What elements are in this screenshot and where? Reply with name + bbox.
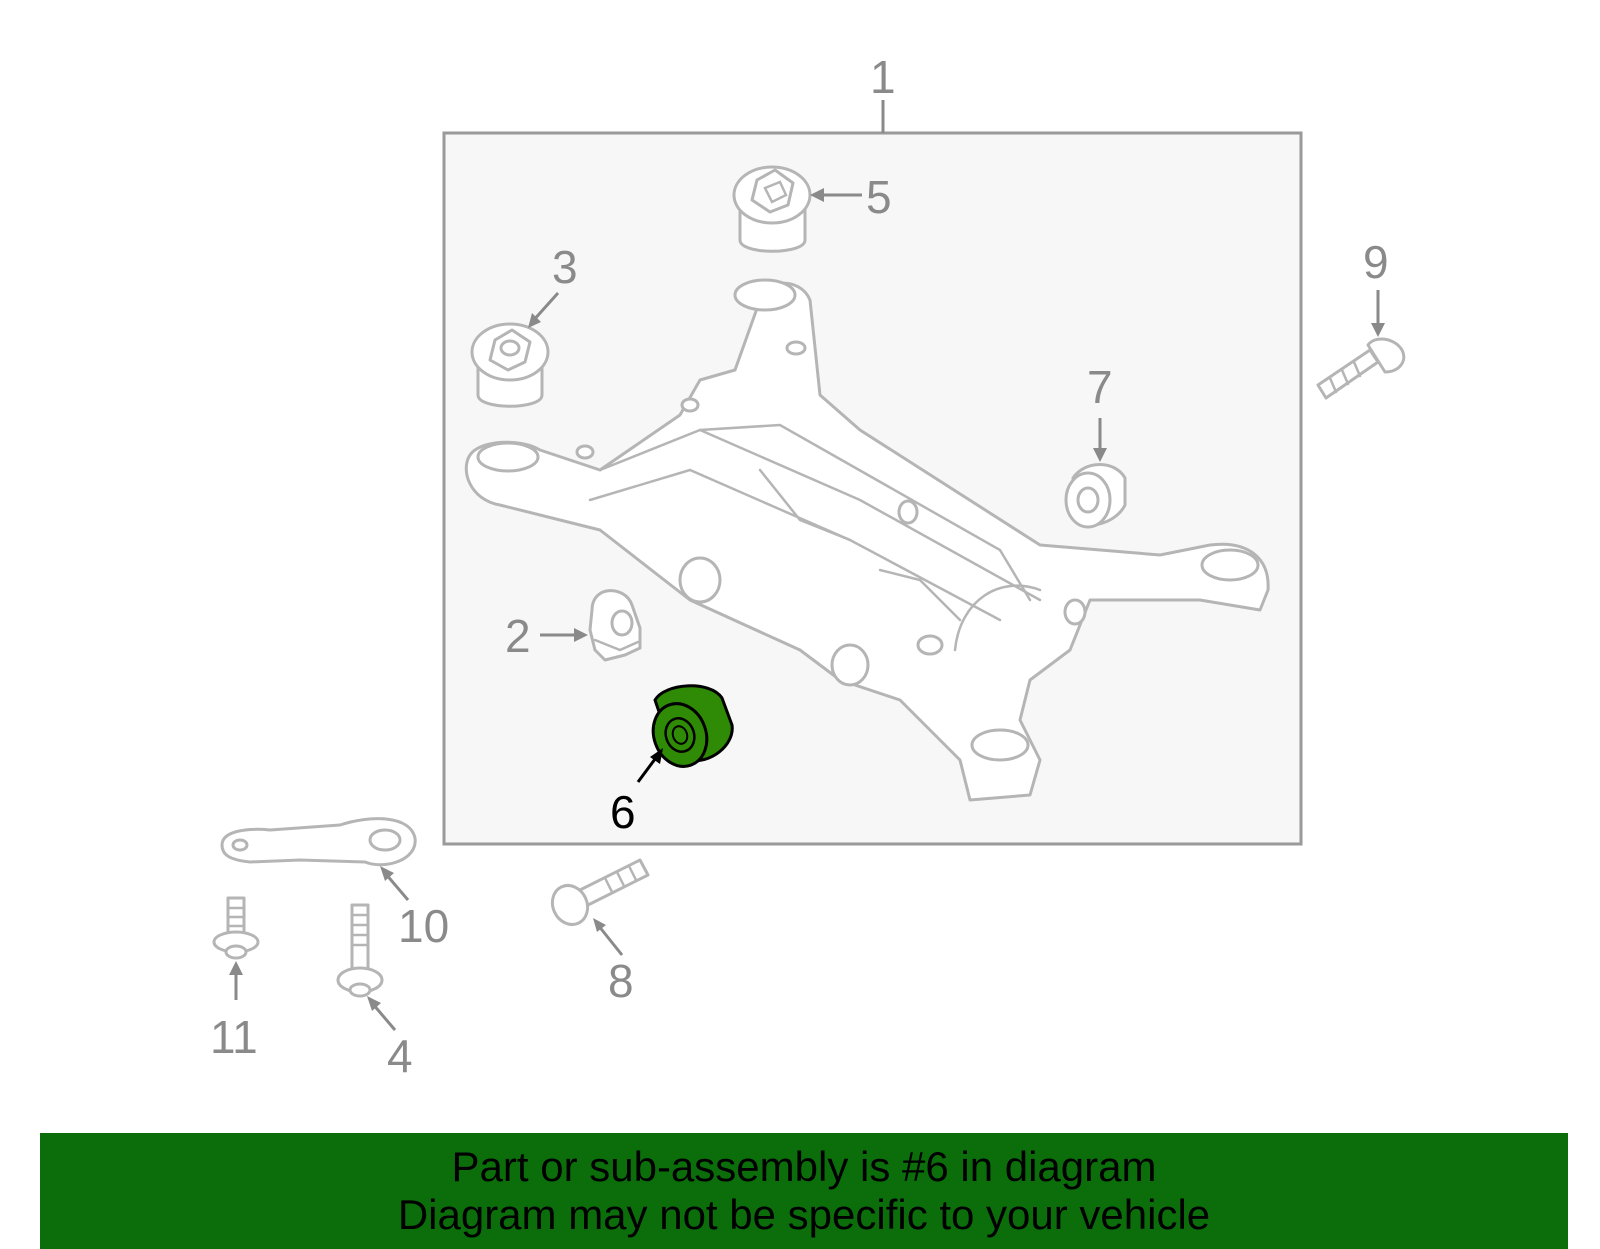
callout-3-leader [530, 291, 560, 324]
callout-7-arrowhead [1093, 448, 1107, 462]
bolt-part-9[interactable] [1316, 337, 1406, 400]
callout-8-arrowhead [593, 918, 606, 932]
callout-4: 4 [387, 1030, 413, 1082]
bolt-part-4[interactable] [336, 903, 384, 998]
callout-1: 1 [870, 51, 896, 103]
callout-7: 7 [1087, 361, 1113, 413]
bushing-part-7[interactable] [1064, 463, 1127, 529]
callout-9: 9 [1363, 236, 1389, 288]
bushing-part-3[interactable] [470, 322, 550, 408]
banner-line-part: Part or sub-assembly is #6 in diagram [451, 1143, 1157, 1190]
callout-6-arrowhead [650, 748, 663, 764]
callout-2-arrowhead [574, 628, 588, 642]
bushing-part-5[interactable] [732, 165, 812, 253]
callout-2: 2 [505, 610, 531, 662]
callout-6: 6 [610, 786, 636, 838]
callout-3: 3 [552, 241, 578, 293]
callout-8-leader [596, 924, 624, 956]
bracket-part-2[interactable] [588, 589, 642, 662]
stud-part-11[interactable] [212, 896, 260, 960]
callout-8: 8 [608, 955, 634, 1007]
callout-9-arrowhead [1371, 323, 1385, 337]
callout-4-arrowhead [367, 996, 381, 1011]
bolt-part-8[interactable] [546, 858, 650, 930]
callout-3-arrowhead [528, 313, 541, 328]
callout-11-arrowhead [229, 961, 243, 975]
callout-5: 5 [866, 171, 892, 223]
subframe-crossmember[interactable] [464, 278, 1270, 802]
callout-11: 11 [210, 1011, 258, 1063]
banner-line-disclaimer: Diagram may not be specific to your vehi… [397, 1191, 1211, 1238]
bushing-part-6-highlighted[interactable] [645, 684, 734, 774]
callout-10: 10 [398, 900, 449, 952]
callout-10-arrowhead [380, 866, 394, 881]
callout-5-arrowhead [810, 188, 824, 202]
part-info-banner: Part or sub-assembly is #6 in diagram Di… [40, 1133, 1568, 1249]
plate-part-10[interactable] [220, 817, 417, 867]
